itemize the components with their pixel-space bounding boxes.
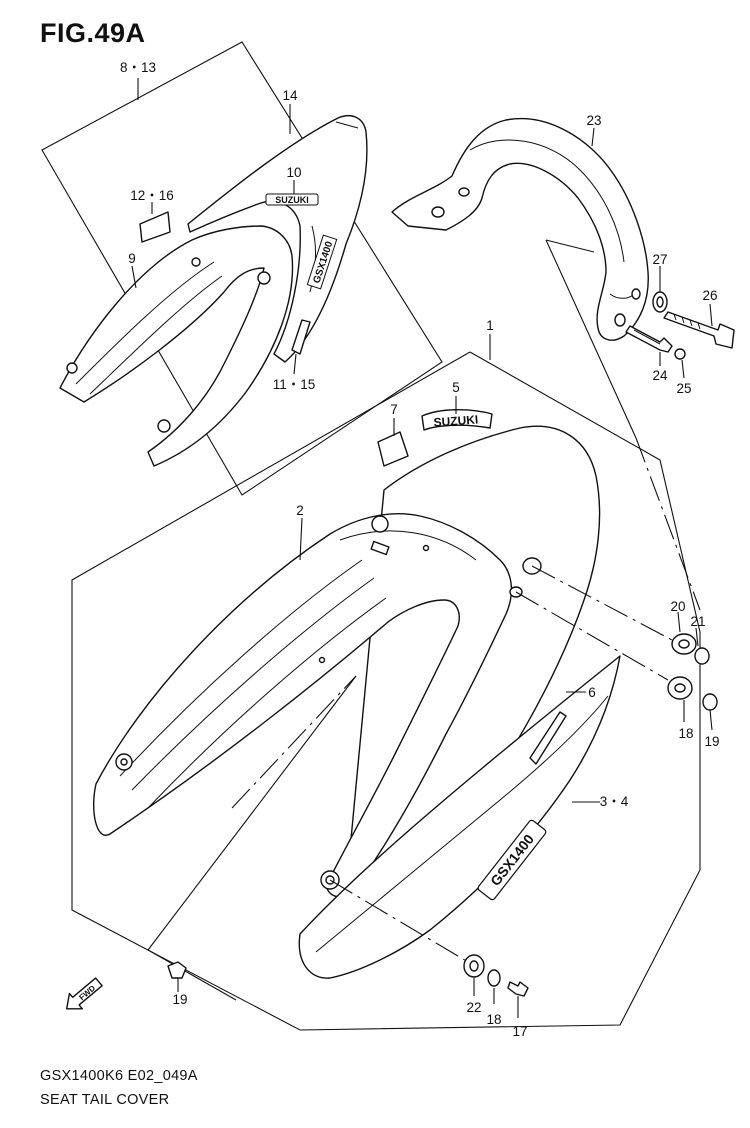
callout-2: 2 xyxy=(296,503,304,518)
callout-23: 23 xyxy=(586,113,601,128)
part-18-grommet-lower xyxy=(463,954,485,978)
part-7-decal xyxy=(377,431,409,467)
figure-code: GSX1400K6 E02_049A xyxy=(40,1068,198,1084)
part-23-grab-rail xyxy=(391,118,649,341)
callout-18a: 18 xyxy=(678,726,693,741)
part-12-16-decal xyxy=(139,211,171,243)
part-11-15-pad xyxy=(291,319,311,355)
callout-5: 5 xyxy=(452,380,460,395)
callout-25: 25 xyxy=(676,381,691,396)
callout-24: 24 xyxy=(652,368,668,383)
callout-17: 17 xyxy=(512,1024,527,1039)
figure-title: FIG.49A xyxy=(40,18,146,48)
callout-22: 19 xyxy=(172,992,187,1007)
decal-10-suzuki xyxy=(265,193,319,206)
callout-10: 10 xyxy=(286,165,301,180)
part-19-collar-upper xyxy=(702,693,718,711)
svg-text:SUZUKI: SUZUKI xyxy=(433,412,479,429)
part-9-tail-frame xyxy=(59,225,294,467)
part-19-collar-lower xyxy=(487,969,501,987)
part-17-screw xyxy=(507,981,529,997)
part-26-bolt xyxy=(663,311,735,349)
callout-14: 14 xyxy=(282,88,298,103)
callout-3-4: 3・4 xyxy=(600,794,629,809)
callout-7: 7 xyxy=(390,402,398,417)
fwd-arrow-icon: FWD xyxy=(65,977,103,1010)
callout-19b: 18 xyxy=(486,1012,501,1027)
part-27-washer xyxy=(652,291,668,313)
callout-8-13: 8・13 xyxy=(120,60,156,75)
callout-18b: 22 xyxy=(466,1000,481,1015)
part-5-decal-suzuki: SUZUKI xyxy=(421,409,493,431)
decal-10-text: SUZUKI xyxy=(275,195,309,205)
callout-21: 21 xyxy=(690,614,705,629)
callout-12-16: 12・16 xyxy=(130,188,174,203)
callout-1: 1 xyxy=(486,318,494,333)
main-box xyxy=(71,351,701,1031)
part-1-tail-cover: GSX1400 xyxy=(93,425,621,979)
part-20-grommet xyxy=(671,633,697,655)
part-21-collar xyxy=(694,647,710,665)
callout-11-15: 11・15 xyxy=(273,377,316,392)
part-18-grommet-upper xyxy=(667,676,693,700)
part-14-upper-cowl: SUZUKI GSX1400 xyxy=(187,114,368,363)
callout-19a: 19 xyxy=(704,734,719,749)
part-24-bolt xyxy=(625,325,673,353)
callout-9: 9 xyxy=(128,251,136,266)
callout-27: 27 xyxy=(652,252,667,267)
callout-6: 6 xyxy=(588,685,596,700)
inset-box-upper xyxy=(41,41,443,496)
part-22-clip xyxy=(167,961,187,979)
callout-20: 20 xyxy=(670,599,685,614)
figure-caption: SEAT TAIL COVER xyxy=(40,1092,170,1108)
part-25-cap xyxy=(674,348,686,360)
callout-26: 26 xyxy=(702,288,717,303)
